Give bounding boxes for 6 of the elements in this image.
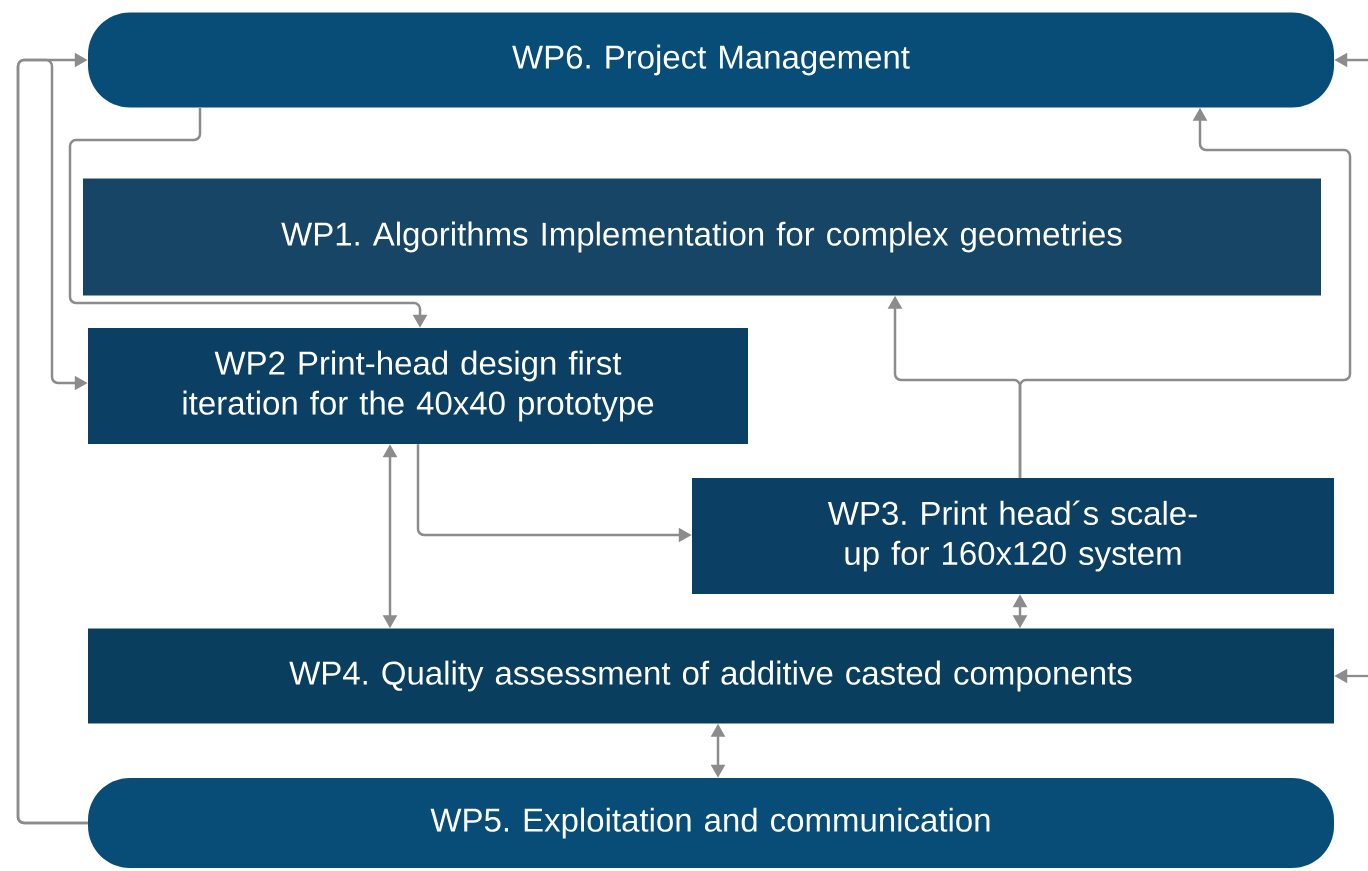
work-package-box: WP4. Quality assessment of additive casted components [88, 628, 1334, 724]
work-package-box: WP3. Print head´s scale-up for 160x120 system [692, 478, 1334, 594]
rounded-box: WP5. Exploitation and communication [88, 778, 1334, 868]
work-package-box: WP1. Algorithms Implementation for complex geometries [83, 178, 1321, 296]
rounded-box: WP6. Project Management [88, 12, 1334, 108]
work-package-box: WP2 Print-head design first iteration for the 40x40 prototype [88, 328, 748, 444]
